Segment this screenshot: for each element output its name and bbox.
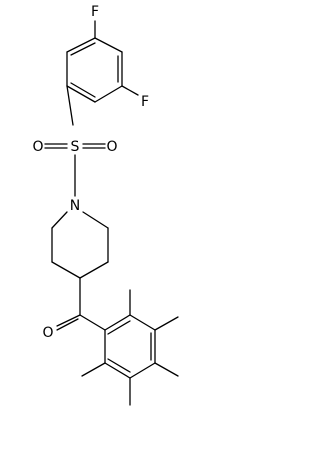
atom-label-o-sulfonyl-left: O bbox=[32, 139, 43, 155]
atom-label-n: N bbox=[70, 198, 80, 214]
bond-ar1-c6c1 bbox=[66, 37, 96, 53]
bond-ar1-c1c2 bbox=[94, 37, 123, 53]
bond-carbonyl-aryl bbox=[79, 314, 106, 331]
bond-ar1-c4c5 bbox=[66, 85, 96, 103]
difluorophenyl-ring bbox=[66, 37, 123, 103]
bond-ar1-c4c5-double bbox=[70, 82, 96, 98]
bond-ar1-c3c4 bbox=[94, 85, 123, 103]
pentamethylphenyl-ring bbox=[104, 314, 156, 379]
bond-ar2-c4c5 bbox=[129, 362, 156, 379]
bond-methyl-5 bbox=[81, 362, 106, 377]
bond-pip-c4-c5 bbox=[51, 261, 81, 279]
bond-c-o-a bbox=[56, 314, 81, 327]
bond-c-f-ortho bbox=[121, 85, 139, 96]
bond-ar2-c5c6-double bbox=[107, 358, 131, 373]
bond-aryl-s bbox=[66, 85, 74, 126]
bond-pip-c3-c4 bbox=[79, 261, 109, 279]
bond-methyl-2 bbox=[154, 316, 179, 331]
atom-label-f-top: F bbox=[91, 4, 99, 20]
atom-label-s: S bbox=[71, 139, 80, 155]
bond-methyl-3 bbox=[154, 362, 179, 377]
bond-ar2-c5c6 bbox=[104, 362, 131, 379]
structure-svg: F F S O O N O bbox=[32, 4, 179, 406]
atom-label-o-carbonyl: O bbox=[42, 325, 53, 341]
bond-ar2-c2c3 bbox=[129, 314, 156, 331]
bond-ar2-c1c2 bbox=[104, 314, 131, 331]
bond-pip-n-c2 bbox=[82, 211, 109, 229]
piperidine-ring bbox=[51, 211, 109, 279]
atom-label-f-ortho: F bbox=[141, 94, 149, 110]
bond-pip-c6-n bbox=[51, 211, 68, 229]
molecule-diagram: F F S O O N O bbox=[32, 4, 179, 406]
bond-c-o-b bbox=[56, 318, 79, 331]
atom-label-o-sulfonyl-right: O bbox=[106, 139, 117, 155]
bond-ar2-c1c2-double bbox=[107, 320, 131, 335]
bond-ar1-c6c1-double bbox=[70, 42, 96, 56]
